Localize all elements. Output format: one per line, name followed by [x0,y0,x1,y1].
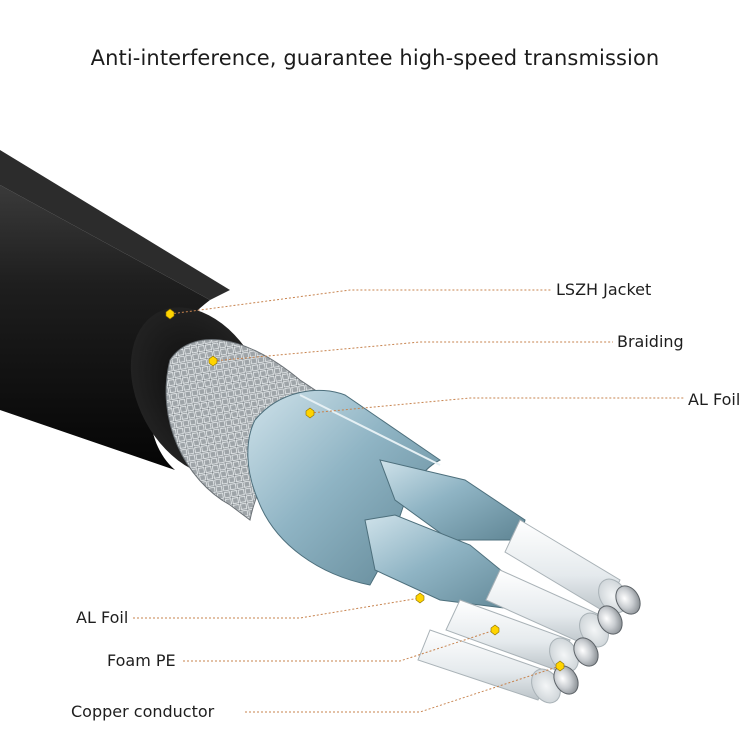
label-copper-conductor: Copper conductor [71,702,214,721]
label-al-foil-lower: AL Foil [76,608,128,627]
leader-braiding [213,342,613,361]
label-foam-pe: Foam PE [107,651,176,670]
leader-al-foil-lower [133,598,420,618]
label-braiding: Braiding [617,332,684,351]
leader-lszh-jacket [170,290,552,314]
marker-al-foil-lower [416,593,424,603]
label-al-foil-upper: AL Foil [688,390,740,409]
label-lszh-jacket: LSZH Jacket [556,280,651,299]
